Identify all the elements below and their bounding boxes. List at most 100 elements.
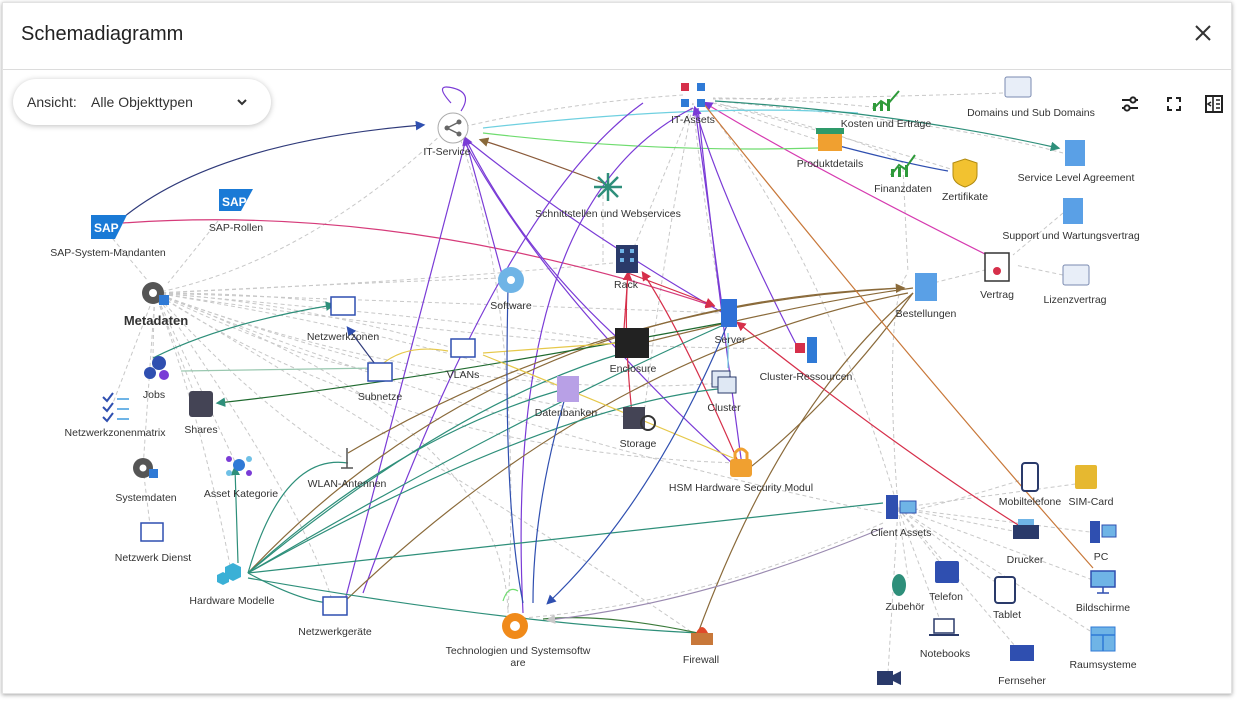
node-label: Vertrag — [980, 289, 1014, 301]
node-label: IT-Assets — [671, 114, 715, 126]
node-bestellungen[interactable]: Bestellungen — [896, 273, 957, 320]
node-raumsysteme[interactable]: Raumsysteme — [1069, 626, 1137, 671]
close-icon[interactable] — [1191, 21, 1215, 45]
node-netzwerkzonen[interactable]: Netzwerkzonen — [307, 296, 380, 343]
node-kosten[interactable]: Kosten und Erträge — [841, 90, 932, 130]
view-select[interactable]: Ansicht: Alle Objekttypen — [13, 79, 271, 125]
node-label: are — [510, 657, 525, 669]
node-label: Telefon — [929, 591, 963, 603]
schema-graph[interactable]: IT-Service IT-Assets Kosten und Erträge … — [3, 70, 1231, 693]
dialog-title: Schemadiagramm — [21, 23, 184, 45]
node-label: Asset Kategorie — [204, 488, 278, 500]
dialog-header: Schemadiagramm — [3, 3, 1231, 70]
node-label: Drucker — [1007, 554, 1044, 566]
node-label: Netzwerkzonenmatrix — [65, 427, 167, 439]
node-software[interactable]: Software — [490, 267, 532, 312]
node-hsm[interactable]: HSM Hardware Security Modul — [669, 447, 813, 494]
node-label: Systemdaten — [115, 492, 176, 504]
node-label: Lizenzvertrag — [1043, 294, 1106, 306]
node-label: Jobs — [143, 389, 165, 401]
node-server[interactable]: Server — [715, 299, 746, 346]
node-label: SAP-Rollen — [209, 222, 263, 234]
node-zertifikate[interactable]: Zertifikate — [942, 158, 988, 203]
node-label: Shares — [184, 424, 217, 436]
node-sap-rollen[interactable]: SAP SAP-Rollen — [209, 189, 263, 234]
node-storage[interactable]: Storage — [620, 407, 657, 450]
side-panel-button[interactable] — [1199, 89, 1229, 119]
node-drucker[interactable]: Drucker — [1007, 519, 1044, 566]
node-label: Netzwerk Dienst — [115, 552, 192, 564]
node-telefon[interactable]: Telefon — [929, 561, 963, 603]
node-tablet[interactable]: Tablet — [993, 576, 1021, 621]
node-sap-mandanten[interactable]: SAP SAP-System-Mandanten — [50, 215, 166, 259]
node-hardware-modelle[interactable]: Hardware Modelle — [189, 563, 275, 607]
node-finanzdaten[interactable]: Finanzdaten — [874, 154, 932, 195]
node-domains[interactable]: Domains und Sub Domains — [967, 76, 1095, 119]
node-it-service[interactable]: IT-Service — [423, 112, 471, 158]
node-label: Netzwerkzonen — [307, 331, 380, 343]
node-label: Firewall — [683, 654, 719, 666]
node-vlans[interactable]: VLANs — [447, 338, 480, 381]
node-metadaten[interactable]: Metadaten — [124, 282, 188, 328]
node-label: HSM Hardware Security Modul — [669, 482, 813, 494]
node-cluster-ressourcen[interactable]: Cluster-Ressourcen — [760, 337, 853, 383]
node-camera[interactable] — [877, 671, 901, 685]
node-label: PC — [1094, 551, 1109, 563]
node-shares[interactable]: Shares — [184, 391, 218, 436]
node-support[interactable]: Support und Wartungsvertrag — [1002, 198, 1140, 242]
node-label: Kosten und Erträge — [841, 118, 932, 130]
chevron-down-icon — [237, 99, 247, 106]
node-label: WLAN-Antennen — [308, 478, 387, 490]
node-cluster[interactable]: Cluster — [707, 370, 741, 414]
node-label: Storage — [620, 438, 657, 450]
colored-edges — [110, 86, 1094, 634]
node-netzwerkgeraete[interactable]: Netzwerkgeräte — [298, 596, 372, 638]
node-produktdetails[interactable]: Produktdetails — [797, 128, 864, 170]
node-jobs[interactable]: Jobs — [143, 356, 169, 401]
node-label: VLANs — [447, 369, 480, 381]
node-label: Server — [715, 334, 746, 346]
node-notebooks[interactable]: Notebooks — [920, 618, 970, 660]
node-label: Client Assets — [871, 527, 932, 539]
node-datenbanken[interactable]: Datenbanken — [535, 376, 598, 419]
node-label: Rack — [614, 279, 639, 291]
view-value: Alle Objekttypen — [91, 94, 193, 110]
node-label: Datenbanken — [535, 407, 598, 419]
sliders-icon — [1122, 96, 1138, 112]
node-mobiltelefone[interactable]: Mobiltelefone — [999, 462, 1062, 508]
node-technologien[interactable]: Technologien und Systemsoftw are — [446, 613, 591, 669]
node-netzwerkzonenmatrix[interactable]: Netzwerkzonenmatrix — [65, 392, 167, 439]
node-pc[interactable]: PC — [1090, 521, 1117, 563]
node-lizenzvertrag[interactable]: Lizenzvertrag — [1043, 264, 1107, 306]
node-schnittstellen[interactable]: Schnittstellen und Webservices — [535, 173, 681, 220]
filter-settings-button[interactable] — [1115, 89, 1145, 119]
node-client-assets[interactable]: Client Assets — [871, 495, 932, 539]
node-asset-kategorie[interactable]: Asset Kategorie — [204, 456, 278, 500]
node-netzwerk-dienst[interactable]: Netzwerk Dienst — [115, 522, 192, 564]
node-subnetze[interactable]: Subnetze — [358, 362, 403, 403]
node-rack[interactable]: Rack — [614, 245, 639, 291]
fullscreen-icon — [1167, 97, 1181, 111]
node-enclosure[interactable]: Enclosure — [610, 328, 657, 375]
node-sla[interactable]: Service Level Agreement — [1018, 140, 1135, 184]
node-simcard[interactable]: SIM-Card — [1069, 465, 1114, 508]
node-firewall[interactable]: Firewall — [683, 627, 719, 666]
node-wlan[interactable]: WLAN-Antennen — [308, 448, 387, 490]
node-label: Raumsysteme — [1069, 659, 1136, 671]
node-label: Support und Wartungsvertrag — [1002, 230, 1140, 242]
view-label: Ansicht: — [27, 94, 77, 110]
node-it-assets[interactable]: IT-Assets — [671, 83, 715, 126]
node-zubehoer[interactable]: Zubehör — [885, 574, 925, 613]
node-label: Zertifikate — [942, 191, 988, 203]
node-label: Bestellungen — [896, 308, 957, 320]
node-label: SIM-Card — [1069, 496, 1114, 508]
side-panel-icon — [1205, 95, 1223, 113]
fullscreen-button[interactable] — [1159, 89, 1189, 119]
node-systemdaten[interactable]: Systemdaten — [115, 458, 177, 504]
node-label: Mobiltelefone — [999, 496, 1062, 508]
node-label: Tablet — [993, 609, 1021, 621]
node-vertrag[interactable]: Vertrag — [980, 252, 1014, 301]
node-label: Bildschirme — [1076, 602, 1130, 614]
node-fernseher[interactable]: Fernseher — [998, 645, 1046, 687]
node-bildschirme[interactable]: Bildschirme — [1076, 570, 1130, 614]
